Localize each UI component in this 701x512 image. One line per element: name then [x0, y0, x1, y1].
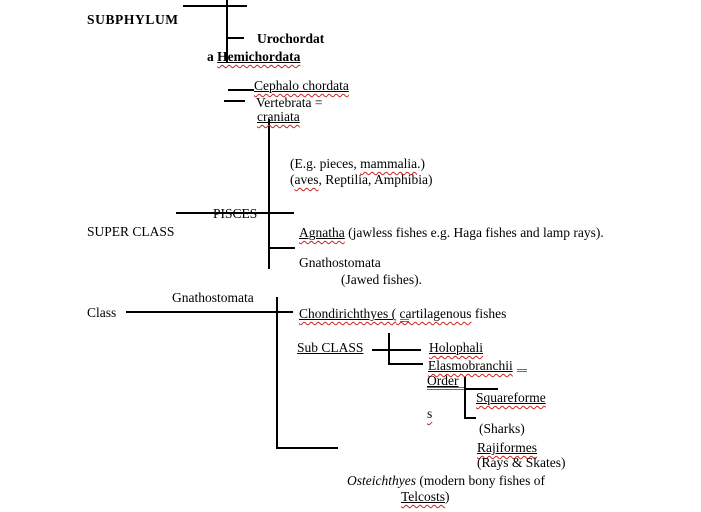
agnatha-name: Agnatha	[299, 225, 345, 240]
rays-skates-label: (Rays & Skates)	[477, 455, 566, 470]
class-heading: Class	[87, 305, 117, 320]
rajiformes-label: Rajiformes	[477, 440, 537, 455]
hemichordata-prefix: a	[207, 49, 218, 64]
telcosts-paren: )	[445, 489, 450, 504]
connector-subclass-vertical	[388, 333, 390, 365]
grammar-mark-chondrichthyes	[400, 319, 409, 322]
connector-class-trunk	[276, 297, 278, 449]
chondrichthyes-name: Chondirichthyes (	[299, 306, 397, 321]
connector-sharks-branch	[464, 417, 476, 419]
cephalochordata-label: Cephalo chordata	[254, 78, 349, 93]
connector-class-horizontal	[126, 311, 293, 313]
mammalia-word: mammalia	[360, 156, 418, 171]
chondrichthyes-label: Chondirichthyes ( cartilagenous fishes	[299, 306, 506, 322]
telcosts-label: Telcosts)	[401, 489, 450, 505]
gnathostomata-class-label: Gnathostomata	[172, 290, 254, 305]
connector-cephalochordata-dash	[228, 89, 254, 91]
squaliformes-label: Squareforme	[476, 390, 546, 405]
connector-craniata-trunk	[268, 119, 270, 269]
order-heading: Order	[427, 373, 459, 388]
connector-elasmobranchii-branch	[388, 363, 423, 365]
chondrichthyes-rest: fishes	[471, 306, 507, 321]
jawed-fishes-label: (Jawed fishes).	[341, 272, 422, 287]
connector-vertebrata-dash	[224, 100, 245, 102]
holophali-label: Holophali	[429, 340, 483, 355]
connector-agnatha-branch	[268, 247, 295, 249]
craniata-label: craniata	[257, 109, 300, 124]
osteichthyes-desc: (modern bony fishes of	[415, 473, 545, 488]
connector-squaliformes-branch	[464, 388, 498, 390]
connector-order-vertical	[464, 377, 466, 418]
connector-top-vertical	[226, 0, 228, 62]
subclass-heading: Sub CLASS	[297, 340, 364, 355]
pisces-label: PISCES	[213, 206, 258, 221]
osteichthyes-name: Osteichthyes	[347, 473, 416, 488]
urochordata-label: Urochordat	[257, 31, 325, 46]
connector-top-horizontal	[183, 5, 247, 7]
grammar-mark-after-elasmobranchii	[517, 369, 527, 372]
connector-subclass-horizontal	[372, 349, 421, 351]
grammar-mark-order	[427, 387, 464, 390]
subphylum-heading: SUBPHYLUM	[87, 12, 179, 27]
aves-word: aves	[294, 172, 319, 187]
cartilagenous-word: cartilagenous	[396, 306, 472, 321]
hemichordata-label: a Hemichordata	[207, 49, 300, 65]
hemichordata-name: Hemichordata	[217, 49, 301, 64]
sharks-label: (Sharks)	[479, 421, 525, 436]
connector-osteichthyes-branch	[276, 447, 338, 449]
connector-urochordata-branch	[227, 37, 244, 39]
superclass-heading: SUPER CLASS	[87, 224, 175, 239]
agnatha-desc: (jawless fishes e.g. Haga fishes and lam…	[344, 225, 604, 240]
gnathostomata-label: Gnathostomata	[299, 255, 381, 270]
osteichthyes-label: Osteichthyes (modern bony fishes of	[347, 473, 545, 489]
squaliformes-wrap-label: s	[427, 406, 433, 421]
tetrapod-note-line1: (E.g. pieces, mammalia.)	[290, 156, 425, 171]
connector-pisces-horizontal	[176, 212, 294, 214]
vertebrata-label: Vertebrata =	[256, 95, 323, 110]
tetrapod-note-line2: (aves, Reptilia, Amphibia)	[290, 172, 433, 187]
telcosts-word: Telcosts	[401, 489, 446, 504]
elasmobranchii-label: Elasmobranchii	[428, 358, 513, 373]
agnatha-label: Agnatha (jawless fishes e.g. Haga fishes…	[299, 225, 604, 241]
